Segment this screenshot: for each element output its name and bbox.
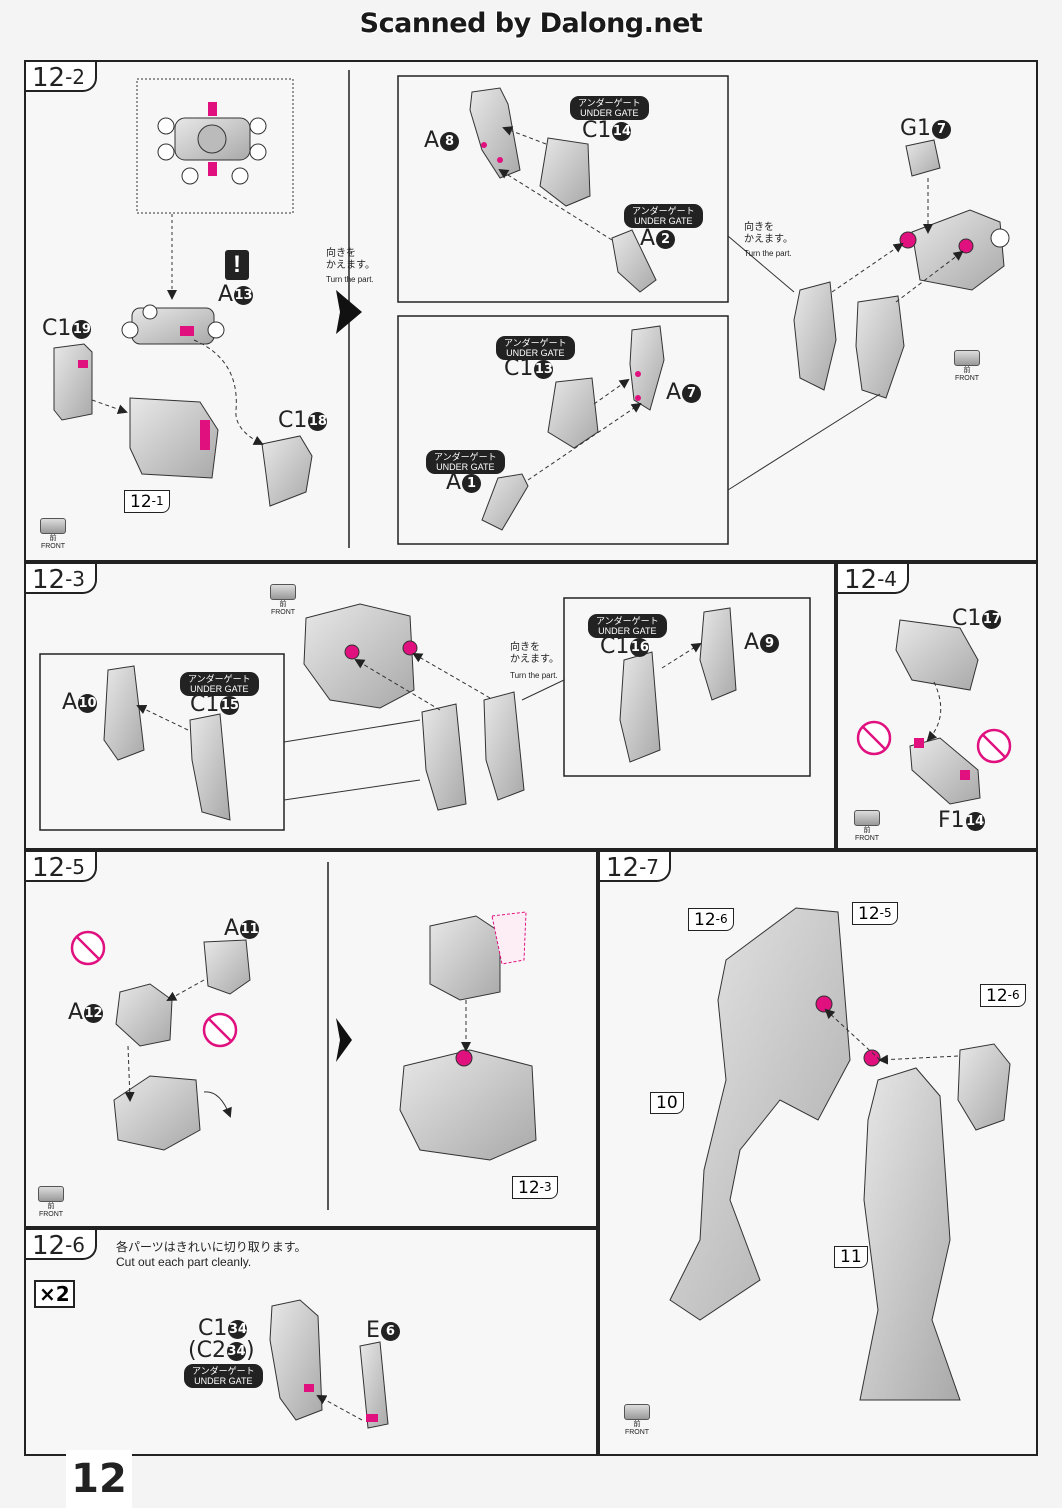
part-c14: C114: [582, 118, 632, 143]
part-c15: C115: [190, 692, 240, 717]
front-icon: [40, 518, 66, 534]
ref-12-6: 12-6: [688, 908, 734, 931]
front-icon: [270, 584, 296, 600]
part-c1-34: C134: [198, 1316, 248, 1341]
part-f14: F114: [938, 808, 985, 833]
preview-joint-part: [157, 102, 267, 185]
part-c19: C119: [42, 316, 92, 341]
step-12-2: 12-2: [26, 62, 98, 93]
step-12-4: 12-4: [838, 564, 910, 595]
cut-note-jp: 各パーツはきれいに切り取ります。: [116, 1240, 307, 1254]
ref-12-5: 12-5: [852, 902, 898, 925]
front-icon: [38, 1186, 64, 1202]
front-icon: [854, 810, 880, 826]
turn-note-en: Turn the part.: [510, 671, 558, 680]
part-a13: A13: [218, 282, 254, 307]
step-12-7: 12-7: [600, 852, 672, 883]
front-icon: [954, 350, 980, 366]
ref-10: 10: [650, 1092, 684, 1114]
step-12-5: 12-5: [26, 852, 98, 883]
part-c18: C118: [278, 408, 328, 433]
turn-note-jp: 向きを かえます。: [326, 248, 375, 271]
step-12-6: 12-6: [26, 1230, 98, 1261]
ref-12-3: 12-3: [512, 1176, 558, 1199]
step-12-3: 12-3: [26, 564, 98, 595]
turn-note-jp: 向きを かえます。: [510, 642, 559, 665]
panel-12-5: [24, 850, 598, 1228]
caution-icon: !: [225, 250, 249, 280]
turn-note-jp: 向きを かえます。: [744, 222, 793, 245]
panel-12-7: [598, 850, 1038, 1456]
part-a12: A12: [68, 1000, 104, 1025]
part-a11: A11: [224, 916, 260, 941]
cut-note-en: Cut out each part cleanly.: [116, 1255, 252, 1269]
part-c16: C116: [600, 634, 650, 659]
ref-11: 11: [834, 1246, 868, 1268]
part-c2-34: (C234): [188, 1338, 255, 1363]
quantity-badge: ×2: [34, 1280, 75, 1308]
turn-note-en: Turn the part.: [744, 249, 792, 258]
turn-note-en: Turn the part.: [326, 275, 374, 284]
panel-12-4: [836, 562, 1038, 850]
page-number: 12: [66, 1450, 132, 1508]
front-icon: [624, 1404, 650, 1420]
panel-12-3: [24, 562, 836, 850]
part-c13: C113: [504, 356, 554, 381]
watermark: Scanned by Dalong.net: [359, 8, 703, 39]
part-c17: C117: [952, 606, 1002, 631]
part-a10: A10: [62, 690, 98, 715]
ref-12-1: 12-1: [124, 490, 170, 513]
ref-12-6: 12-6: [980, 984, 1026, 1007]
